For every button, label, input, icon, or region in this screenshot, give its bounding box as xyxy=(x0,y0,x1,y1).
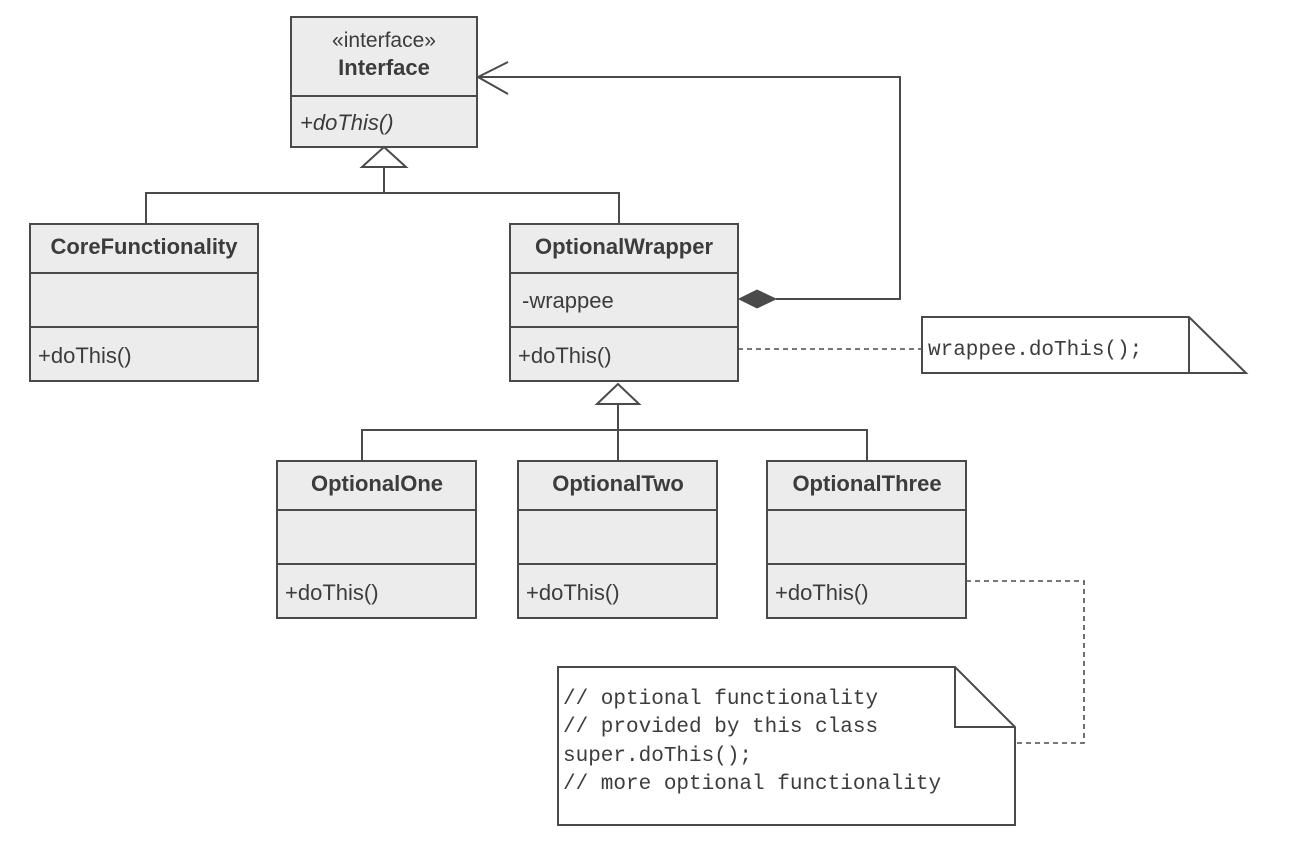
optional-wrapper-name: OptionalWrapper xyxy=(535,234,713,259)
composition-wrappee-association xyxy=(475,61,901,309)
core-functionality-name: CoreFunctionality xyxy=(50,234,238,259)
inheritance-arrowhead xyxy=(359,145,409,168)
generalization-to-interface xyxy=(145,145,620,224)
optional-one-name: OptionalOne xyxy=(311,471,443,496)
interface-operation: +doThis() xyxy=(300,110,394,135)
wrapper-note: wrappee.doThis(); xyxy=(738,316,1249,374)
optional-three-operation: +doThis() xyxy=(775,580,869,605)
optional-two-name: OptionalTwo xyxy=(552,471,684,496)
optional-two-operation: +doThis() xyxy=(526,580,620,605)
interface-stereotype: «interface» xyxy=(332,29,436,52)
optional-one-operation: +doThis() xyxy=(285,580,379,605)
optional-functionality-note: // optional functionality // provided by… xyxy=(557,580,1085,826)
optional-one-class[interactable]: OptionalOne +doThis() xyxy=(276,460,477,619)
optional-two-class[interactable]: OptionalTwo +doThis() xyxy=(517,460,718,619)
optional-wrapper-operation: +doThis() xyxy=(518,343,612,368)
wrapper-note-text: wrappee.doThis(); xyxy=(928,339,1142,362)
optional-wrapper-class[interactable]: OptionalWrapper -wrappee +doThis() xyxy=(509,223,739,382)
core-functionality-class[interactable]: CoreFunctionality +doThis() xyxy=(29,223,259,382)
inheritance-arrowhead xyxy=(594,382,642,405)
optional-wrapper-attribute: -wrappee xyxy=(522,288,614,313)
generalization-to-wrapper xyxy=(361,382,868,461)
optional-three-class[interactable]: OptionalThree +doThis() xyxy=(766,460,967,619)
interface-class-name: Interface xyxy=(338,55,430,80)
core-functionality-operation: +doThis() xyxy=(38,343,132,368)
optional-three-name: OptionalThree xyxy=(792,471,941,496)
note-line: // provided by this class xyxy=(563,716,878,739)
note-line: // optional functionality xyxy=(563,688,878,711)
composition-diamond xyxy=(737,289,778,309)
interface-class[interactable]: «interface» Interface +doThis() xyxy=(290,16,478,148)
note-line: super.doThis(); xyxy=(563,745,752,768)
note-line: // more optional functionality xyxy=(563,773,941,796)
